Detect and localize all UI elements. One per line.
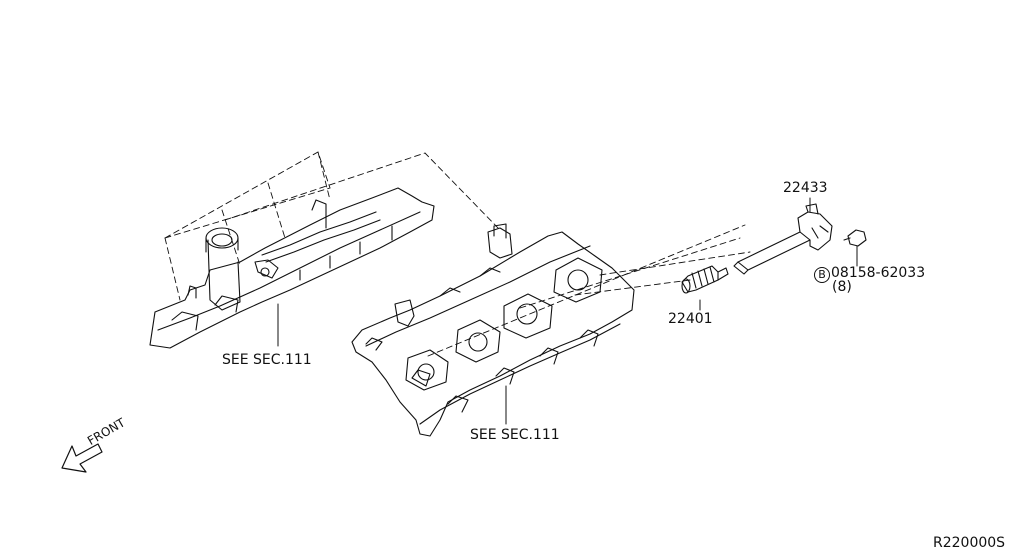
left-rocker-cover xyxy=(149,187,435,349)
bolt-part-number: 08158-62033 xyxy=(831,265,926,281)
leader-lines xyxy=(277,197,858,425)
front-arrow-icon xyxy=(61,443,103,473)
label-see-sec-right: SEE SEC.111 xyxy=(470,427,560,443)
ignition-coil xyxy=(733,203,833,275)
diagram-code: R220000S xyxy=(933,535,1006,551)
label-see-sec-left: SEE SEC.111 xyxy=(222,352,312,368)
dashed-reference-lines xyxy=(164,151,751,357)
label-part-22401: 22401 xyxy=(668,311,713,327)
bolt-symbol: B xyxy=(814,267,830,283)
label-part-22433: 22433 xyxy=(783,180,828,196)
label-bolt-qty: (8) xyxy=(832,279,852,295)
right-rocker-cover xyxy=(351,223,635,437)
coil-bolt xyxy=(843,229,867,247)
spark-plug xyxy=(681,265,729,294)
